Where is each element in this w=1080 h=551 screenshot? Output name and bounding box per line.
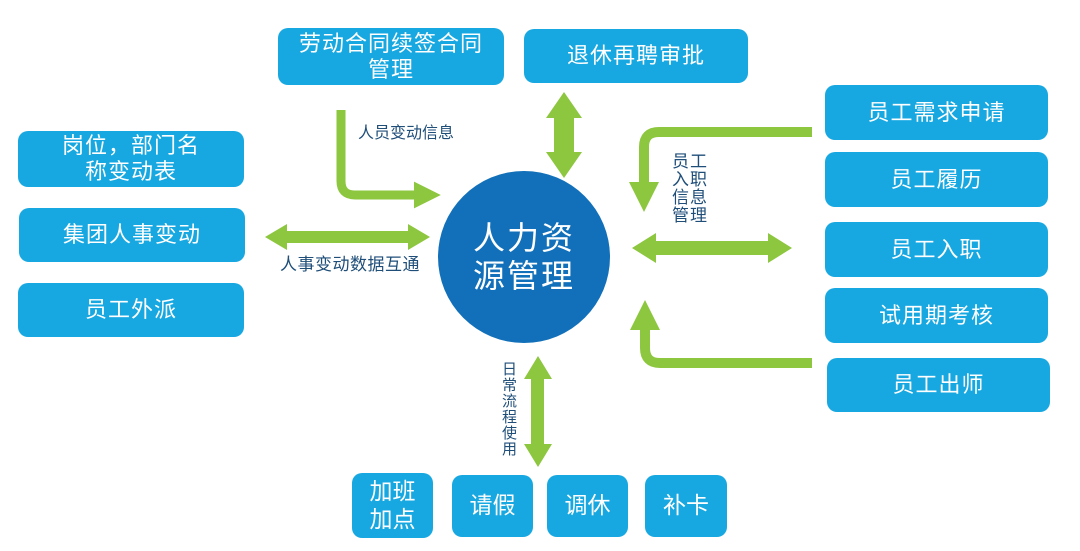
label-daily-process-use: 日 常 流 程 使 用: [502, 361, 518, 458]
arrow-center-bottom-bidirectional: [524, 356, 552, 467]
node-employee-dispatch: 员工外派: [18, 283, 244, 337]
center-node-label: 人力资 源管理: [472, 220, 575, 294]
node-employee-onboarding: 员工入职: [825, 222, 1048, 277]
node-employee-graduation: 员工出师: [827, 358, 1050, 412]
node-label: 补卡: [663, 492, 709, 519]
node-label: 劳动合同续签合同 管理: [298, 30, 483, 82]
node-overtime: 加班 加点: [352, 473, 433, 538]
arrow-contract-to-center: [336, 110, 441, 209]
node-group-personnel-change: 集团人事变动: [19, 208, 245, 262]
node-label: 员工履历: [890, 166, 983, 192]
arrow-center-group-bidirectional: [265, 224, 430, 250]
node-label: 调休: [564, 492, 611, 519]
node-position-dept-change: 岗位，部门名 称变动表: [18, 131, 244, 187]
node-label: 退休再聘审批: [566, 43, 705, 69]
node-label: 员工需求申请: [867, 99, 1006, 125]
arrow-center-retire-bidirectional: [546, 92, 582, 178]
node-label: 岗位，部门名 称变动表: [61, 133, 200, 184]
node-card-replacement: 补卡: [645, 475, 727, 537]
arrow-center-onboard-bidirectional: [632, 233, 792, 263]
label-personnel-data-exchange: 人事变动数据互通: [280, 255, 420, 274]
arrow-demand-to-center: [629, 127, 812, 212]
node-leave-request: 请假: [452, 475, 533, 537]
node-retire-rehire-approval: 退休再聘审批: [524, 29, 748, 83]
node-label: 请假: [469, 492, 516, 519]
node-comp-leave: 调休: [547, 475, 628, 537]
label-onboarding-info-management: 员工 入职 信息 管理: [672, 152, 708, 225]
node-probation-review: 试用期考核: [825, 288, 1048, 343]
node-label: 员工外派: [84, 297, 177, 323]
node-label: 员工出师: [892, 372, 985, 398]
node-label: 集团人事变动: [62, 222, 201, 248]
node-contract-renewal: 劳动合同续签合同 管理: [278, 28, 504, 85]
center-node-hr-management: 人力资 源管理: [438, 171, 610, 343]
arrow-graduate-to-center: [630, 300, 812, 368]
node-employee-demand-request: 员工需求申请: [825, 85, 1048, 140]
node-label: 员工入职: [890, 236, 983, 262]
node-employee-resume: 员工履历: [825, 152, 1048, 207]
node-label: 试用期考核: [878, 302, 994, 328]
node-label: 加班 加点: [369, 478, 416, 532]
label-personnel-change-info: 人员变动信息: [358, 125, 455, 142]
